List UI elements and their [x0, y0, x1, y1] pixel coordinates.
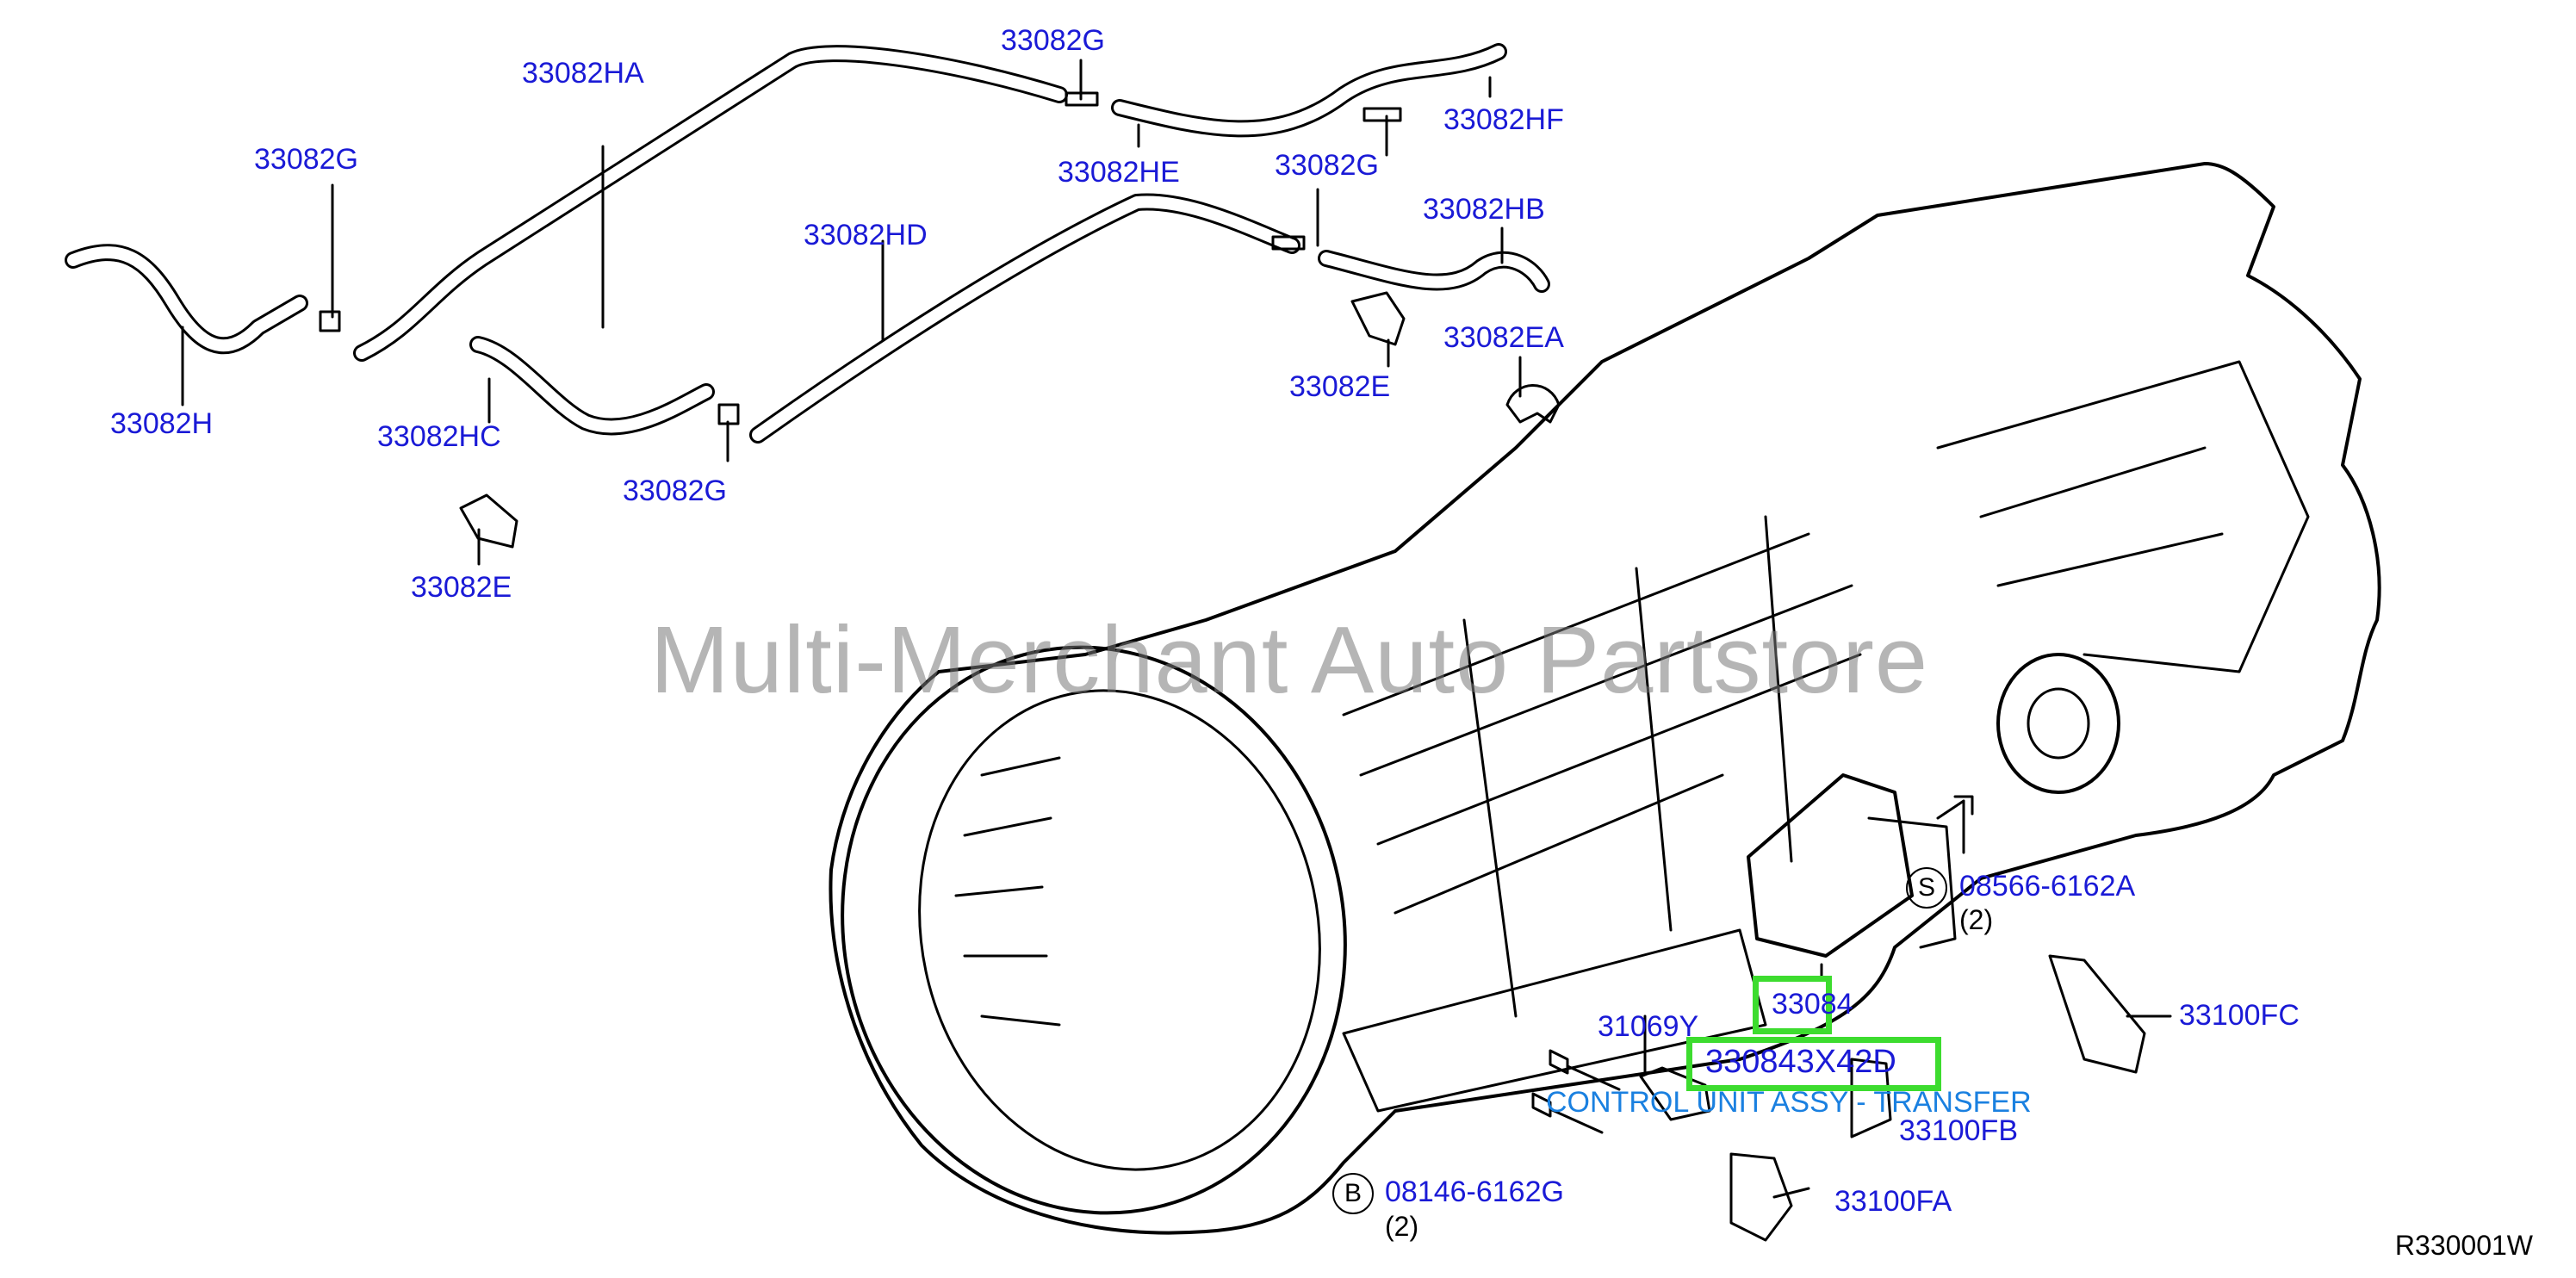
label-08566-6162a[interactable]: 08566-6162A [1959, 870, 2136, 903]
label-33100fa[interactable]: 33100FA [1834, 1185, 1952, 1218]
label-330843x42d[interactable]: 330843X42D [1705, 1044, 1896, 1080]
label-33082ha[interactable]: 33082HA [522, 57, 644, 90]
label-33082g-low[interactable]: 33082G [623, 475, 727, 507]
label-31069y[interactable]: 31069Y [1598, 1010, 1699, 1043]
label-33084[interactable]: 33084 [1772, 988, 1853, 1021]
label-33082hb[interactable]: 33082HB [1423, 193, 1545, 226]
marker-s: S [1906, 867, 1947, 909]
label-33082hf[interactable]: 33082HF [1443, 103, 1564, 136]
label-33082e-left[interactable]: 33082E [411, 571, 512, 604]
control-unit-description: CONTROL UNIT ASSY - TRANSFER [1546, 1086, 2032, 1119]
label-33082he[interactable]: 33082HE [1058, 156, 1180, 189]
marker-b: B [1332, 1173, 1374, 1214]
bracket-33100fb [1850, 1058, 1892, 1138]
label-33082ea[interactable]: 33082EA [1443, 321, 1564, 354]
label-33082e-right[interactable]: 33082E [1289, 370, 1391, 403]
qty-08146-6162g: (2) [1385, 1211, 1419, 1242]
highlight-33084 [1753, 976, 1832, 1034]
bracket-33100fc [2048, 954, 2146, 1074]
label-33082h[interactable]: 33082H [110, 407, 214, 440]
hose-33082h [65, 244, 308, 355]
label-33082g-top[interactable]: 33082G [1001, 24, 1105, 57]
qty-08566-6162a: (2) [1959, 904, 1994, 935]
label-33082hd[interactable]: 33082HD [804, 219, 928, 251]
label-33100fc[interactable]: 33100FC [2179, 999, 2300, 1032]
highlight-330843x42d [1686, 1037, 1941, 1091]
reference-code: R330001W [2394, 1230, 2533, 1261]
control-unit [1747, 773, 1914, 958]
label-33100fb[interactable]: 33100FB [1899, 1114, 2018, 1147]
label-33082hc[interactable]: 33082HC [377, 420, 501, 453]
watermark: Multi-Merchant Auto Partstore [650, 607, 1929, 713]
bracket-33100fa [1729, 1152, 1793, 1242]
label-33082g-left[interactable]: 33082G [254, 143, 358, 176]
label-33082g-mid[interactable]: 33082G [1275, 149, 1379, 182]
transmission-housing [829, 162, 2381, 1235]
label-08146-6162g[interactable]: 08146-6162G [1385, 1176, 1564, 1208]
